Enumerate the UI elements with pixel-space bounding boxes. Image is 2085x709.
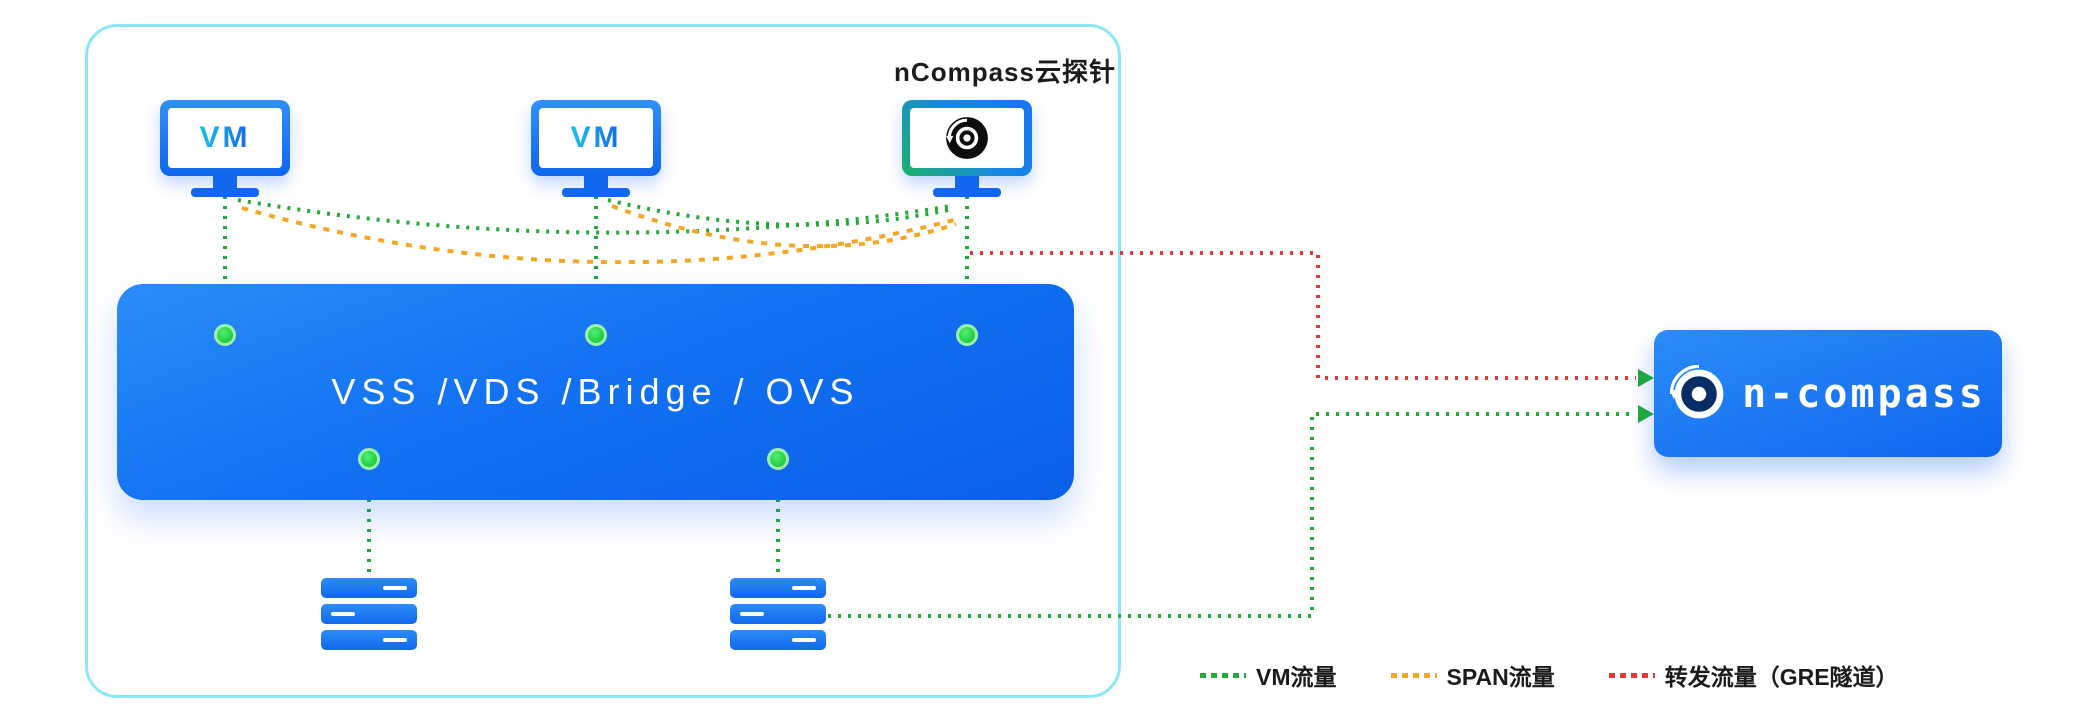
vm-monitor-icon: VM: [160, 100, 290, 176]
monitor-stand: [955, 176, 979, 188]
port-dot: [767, 448, 789, 470]
server-icon-2: [730, 578, 826, 656]
vm-traffic-swatch: [1200, 672, 1246, 678]
probe-screen: [910, 108, 1024, 168]
legend-label: 转发流量（GRE隧道）: [1664, 664, 1899, 690]
server-bar: [321, 578, 417, 598]
ncompass-box: n-compass: [1654, 330, 2002, 457]
legend-item-gre-traffic: 转发流量（GRE隧道）: [1608, 658, 1899, 692]
server-bar: [730, 630, 826, 650]
gre-traffic-swatch: [1608, 672, 1655, 678]
server-bar: [730, 604, 826, 624]
probe-label: nCompass云探针: [894, 57, 1116, 87]
vm-monitor-icon: VM: [531, 100, 661, 176]
monitor-base: [933, 188, 1001, 197]
legend-item-vm-traffic: VM流量: [1200, 658, 1337, 692]
vm-screen: VM: [168, 108, 282, 168]
legend-label: VM流量: [1256, 664, 1337, 690]
monitor-stand: [213, 176, 237, 188]
port-dot: [585, 324, 607, 346]
ncompass-logo-icon: [1670, 364, 1724, 418]
ncompass-logo-text: n-compass: [1742, 370, 1986, 417]
probe-monitor-icon: [902, 100, 1032, 176]
port-dot: [956, 324, 978, 346]
monitor-base: [191, 188, 259, 197]
vswitch-label: VSS /VDS /Bridge / OVS: [331, 371, 860, 412]
vm-label: VM: [199, 121, 251, 154]
legend-label: SPAN流量: [1446, 664, 1555, 690]
monitor-stand: [584, 176, 608, 188]
server-bar: [321, 604, 417, 624]
vswitch-box: VSS /VDS /Bridge / OVS: [117, 284, 1074, 500]
vm-label: VM: [570, 121, 622, 154]
probe-target-icon: [946, 117, 988, 159]
vm-monitor-1: VM: [160, 100, 290, 197]
server-bar: [321, 630, 417, 650]
server-icon-1: [321, 578, 417, 656]
server-bar: [730, 578, 826, 598]
legend-item-span-traffic: SPAN流量: [1390, 658, 1555, 692]
port-dot: [214, 324, 236, 346]
port-dot: [358, 448, 380, 470]
probe-monitor: [902, 100, 1032, 197]
monitor-base: [562, 188, 630, 197]
legend: VM流量 SPAN流量 转发流量（GRE隧道）: [1200, 658, 1899, 692]
vm-monitor-2: VM: [531, 100, 661, 197]
span-traffic-swatch: [1390, 672, 1437, 678]
arrow-heads: [1638, 369, 1654, 423]
vm-screen: VM: [539, 108, 653, 168]
